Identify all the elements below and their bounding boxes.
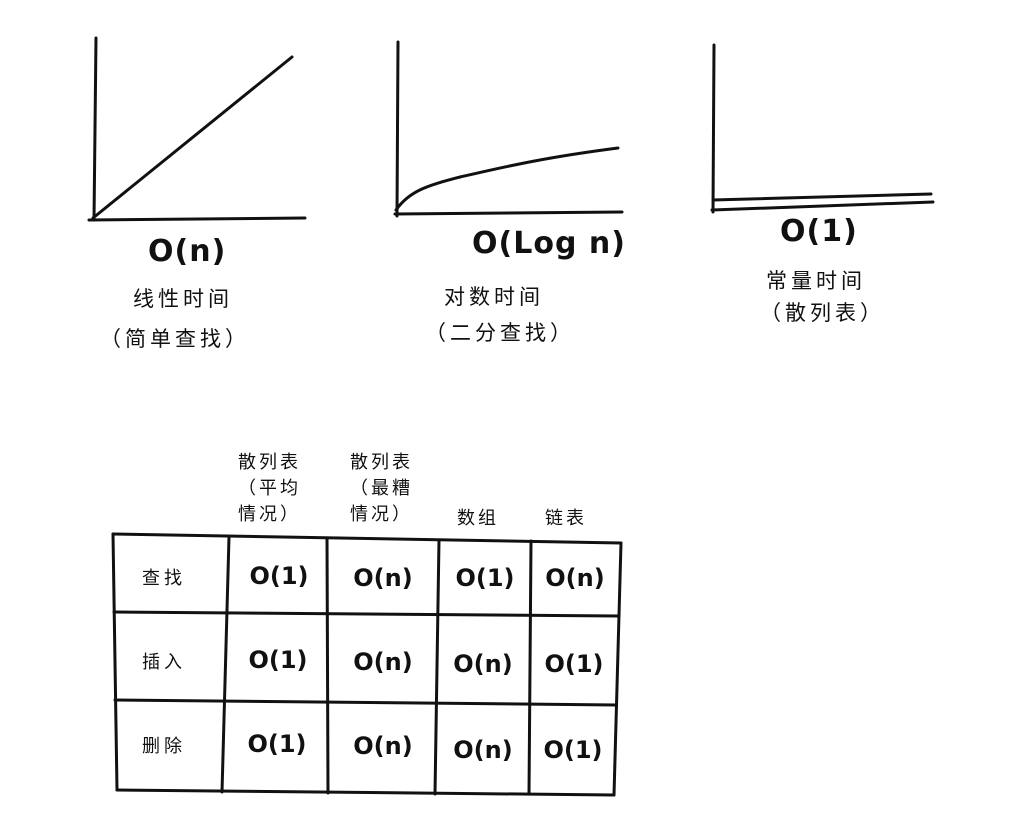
linear-time-label: 线性时间 [133, 287, 233, 311]
constant-time-example: （散列表） [760, 301, 885, 325]
logarithmic-time-graph [390, 40, 630, 230]
row-header-insert: 插入 [142, 652, 186, 673]
table-cell: O(1) [543, 736, 603, 764]
linear-time-graph [80, 30, 310, 230]
table-cell: O(n) [353, 732, 413, 760]
constant-time-curve [710, 43, 935, 214]
logarithmic-time-notation: O(Log n) [472, 226, 626, 261]
table-cell: O(1) [248, 646, 308, 674]
table-cell: O(1) [247, 730, 307, 758]
logarithmic-time-label: 对数时间 [444, 285, 544, 309]
constant-time-graph [705, 40, 945, 220]
linear-time-example: （简单查找） [100, 327, 250, 351]
column-header-linked-list: 链表 [545, 508, 587, 529]
linear-time-notation: O(n) [148, 234, 227, 269]
column-header-array: 数组 [457, 508, 499, 529]
table-cell: O(1) [544, 650, 604, 678]
table-cell: O(1) [455, 564, 515, 592]
row-header-delete: 删除 [142, 736, 186, 757]
column-header-hash-average: 散列表 （平均 情况） [238, 452, 301, 525]
linear-time-curve [87, 36, 307, 222]
table-cell: O(1) [249, 562, 309, 590]
table-cell: O(n) [545, 564, 605, 592]
logarithmic-time-curve [393, 40, 624, 218]
constant-time-label: 常量时间 [766, 269, 866, 293]
column-header-hash-worst: 散列表 （最糟 情况） [350, 452, 413, 525]
table-cell: O(n) [453, 650, 513, 678]
logarithmic-time-example: （二分查找） [425, 321, 575, 345]
row-header-search: 查找 [142, 568, 186, 589]
table-cell: O(n) [453, 736, 513, 764]
constant-time-notation: O(1) [780, 214, 858, 249]
table-cell: O(n) [353, 648, 413, 676]
table-cell: O(n) [353, 564, 413, 592]
